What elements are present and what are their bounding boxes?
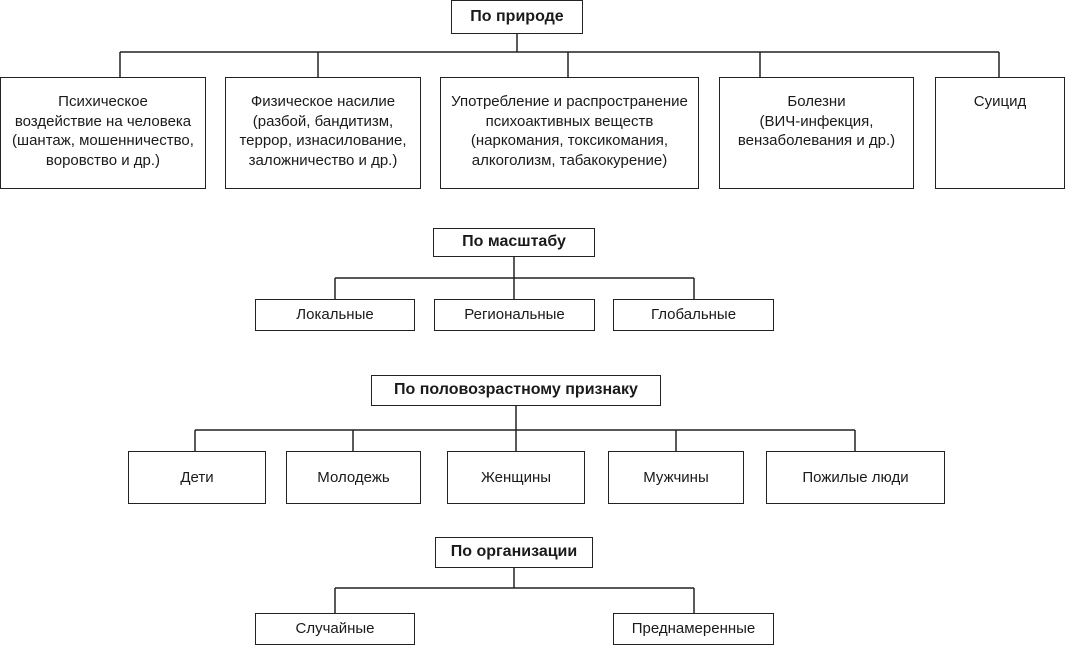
age-sex-item-men: Мужчины	[608, 451, 744, 504]
nature-item-suicide: Суицид	[935, 77, 1065, 189]
nature-item-physical: Физическое насилие (разбой, бандитизм, т…	[225, 77, 421, 189]
age-sex-item-elderly: Пожилые люди	[766, 451, 945, 504]
nature-header: По природе	[451, 0, 583, 34]
nature-item-substances: Употребление и распространение психоакти…	[440, 77, 699, 189]
organization-item-intentional: Преднамеренные	[613, 613, 774, 645]
scale-header: По масштабу	[433, 228, 595, 257]
age-sex-item-youth: Молодежь	[286, 451, 421, 504]
age-sex-item-children: Дети	[128, 451, 266, 504]
scale-item-regional: Региональные	[434, 299, 595, 331]
organization-header: По организации	[435, 537, 593, 568]
scale-item-local: Локальные	[255, 299, 415, 331]
age-sex-item-women: Женщины	[447, 451, 585, 504]
nature-item-psychological: Психическое воздействие на человека (шан…	[0, 77, 206, 189]
nature-item-diseases: Болезни (ВИЧ-инфекция, вензаболевания и …	[719, 77, 914, 189]
age-sex-header: По половозрастному признаку	[371, 375, 661, 406]
scale-item-global: Глобальные	[613, 299, 774, 331]
organization-item-random: Случайные	[255, 613, 415, 645]
